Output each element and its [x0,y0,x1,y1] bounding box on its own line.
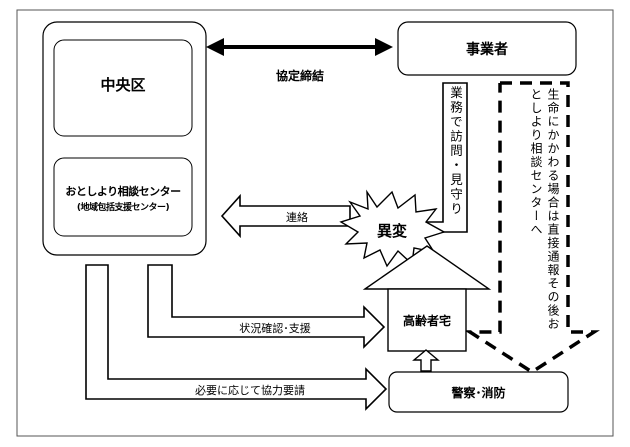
keisatsu-label: 警察･消防 [451,386,506,400]
houmon-label: 業務で訪問・見守り [448,86,463,217]
renraku-arrow [220,193,351,239]
up-arrow [412,349,440,372]
chokusetsu-dashed-route [464,81,600,375]
koreisha-taku-label: 高齢者宅 [402,314,451,328]
chokusetsu-label: 生命にかかわる場合は直接通報その後おとしより相談センターへ [529,88,560,331]
center-label-line1: おとしより相談センター [65,185,181,198]
chuo-ku-box [53,39,193,137]
kyoryoku-arrow [85,264,388,411]
kyotei-label: 協定締結 [275,69,324,83]
house-body [387,288,467,352]
center-box [53,157,193,237]
jigyosha-box [397,21,577,76]
chuo-ku-label: 中央区 [100,76,146,94]
outer-frame [16,9,614,437]
jokyo-label: 状況確認･支援 [239,322,311,335]
renraku-label: 連絡 [286,211,308,224]
jokyo-arrow [147,264,386,349]
kyoryoku-label: 必要に応じて協力要請 [195,384,305,397]
kyotei-arrow-right-head [375,38,393,56]
keisatsu-box [388,371,569,413]
ihen-label: 異変 [376,222,407,240]
center-label-line2: (地域包括支援センター) [76,203,170,213]
jigyosha-label: 事業者 [466,42,508,58]
kyotei-arrow-left-head [206,38,224,56]
